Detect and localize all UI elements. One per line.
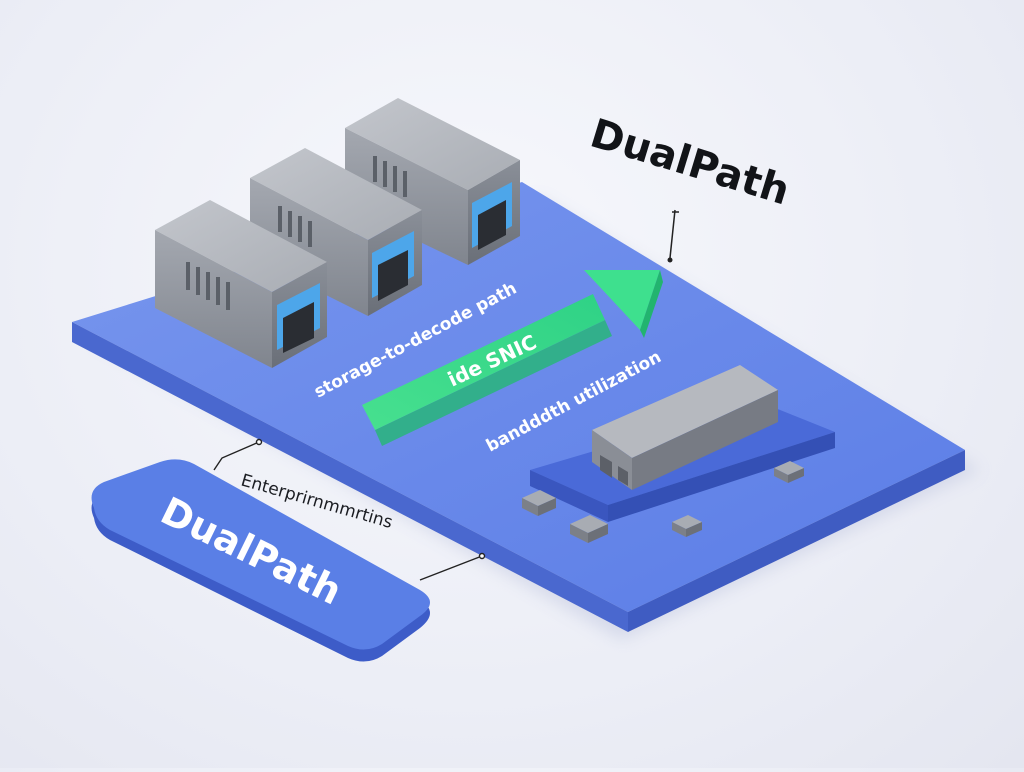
enterprise-leader-line [213,438,486,581]
dualpath-title: DualPath [585,111,795,215]
storage-server-3 [345,98,520,265]
small-components [522,461,804,543]
decode-gpu-chip [592,365,778,490]
storage-server-1 [155,200,327,368]
title-leader-line [667,209,679,263]
dualpath-badge[interactable] [91,459,431,662]
decode-path-arrow [362,270,663,446]
storage-server-2 [250,148,422,316]
